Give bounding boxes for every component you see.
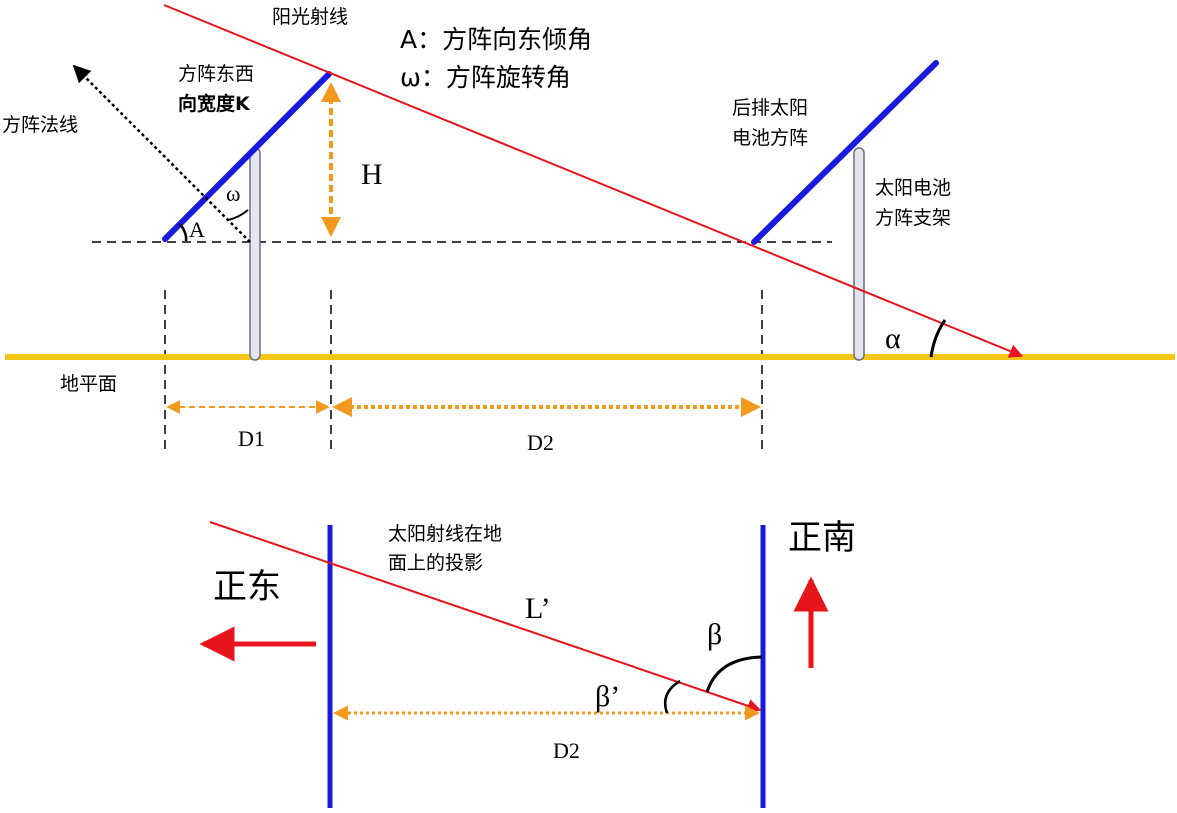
rear-array-label-line2: 电池方阵: [732, 127, 808, 149]
legend-rotation-angle: ω：方阵旋转角: [400, 63, 571, 92]
east-direction-label: 正东: [213, 567, 281, 607]
projected-ray: [209, 521, 762, 713]
bracket-label-line1: 太阳电池: [875, 177, 951, 199]
d1-label: D1: [238, 426, 265, 451]
rear-bracket: [853, 147, 865, 361]
alpha-label: α: [885, 322, 901, 355]
array-width-label-line1: 方阵东西: [178, 63, 254, 85]
projection-label-line2: 面上的投影: [388, 552, 483, 574]
beta-prime-label: β’: [595, 680, 620, 713]
d2-bottom-label: D2: [553, 738, 580, 763]
angle-a-arc: [179, 223, 188, 242]
front-panel: [162, 71, 332, 242]
d2-top-label: D2: [527, 430, 554, 455]
projection-label-line1: 太阳射线在地: [388, 523, 502, 545]
front-bracket: [249, 147, 261, 361]
angle-beta-arc: [705, 655, 763, 693]
omega-label: ω: [226, 181, 240, 206]
angle-a-label: A: [189, 217, 205, 242]
south-direction-label: 正南: [788, 518, 856, 558]
beta-label: β: [707, 618, 722, 651]
array-normal-label: 方阵法线: [2, 114, 78, 136]
array-width-label-line2: 向宽度K: [178, 92, 251, 115]
sun-ray: [163, 4, 1024, 358]
angle-omega-arc: [227, 209, 249, 221]
bracket-label-line2: 方阵支架: [875, 207, 951, 229]
ground-label: 地平面: [60, 373, 117, 395]
sun-ray-label: 阳光射线: [272, 6, 348, 28]
rear-array-label-line1: 后排太阳: [732, 97, 808, 119]
l-prime-label: L’: [525, 592, 551, 625]
angle-alpha-arc: [929, 319, 947, 358]
rear-panel: [751, 60, 939, 245]
height-label: H: [361, 158, 383, 191]
angle-beta-prime-arc: [663, 679, 681, 714]
legend-tilt-angle: A：方阵向东倾角: [400, 25, 592, 54]
